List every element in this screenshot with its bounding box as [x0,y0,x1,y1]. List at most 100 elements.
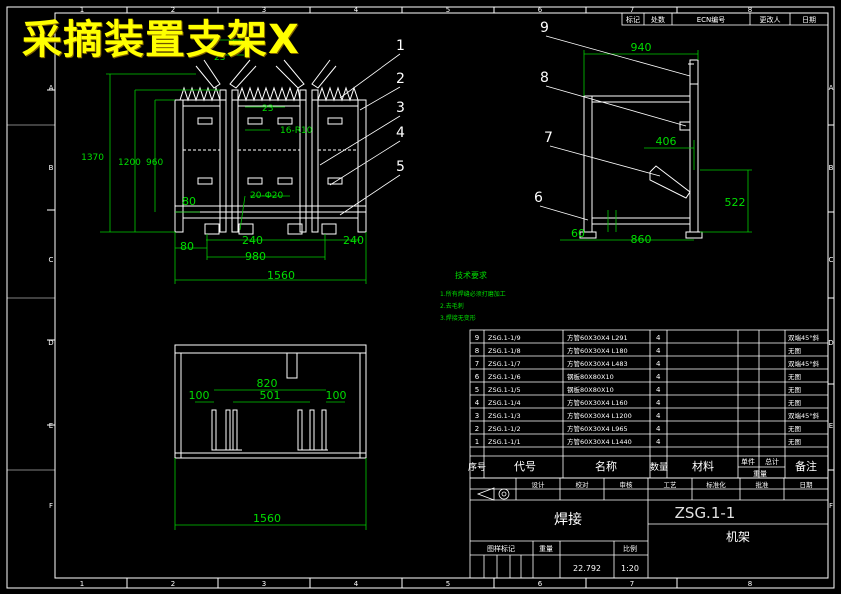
sign-row-label: 标准化 [706,480,726,489]
grid-row-label: E [829,422,833,430]
side-dim-label: 860 [631,233,652,246]
front-dim-label: 16-R10 [280,126,313,136]
bom-cell-code: ZSG.1-1/6 [488,373,521,381]
grid-row-label: F [829,502,833,510]
top-dim-label: 100 [189,389,210,402]
drawing-frame [6,6,835,589]
revision-header: 日期 [802,16,816,24]
bom-cell-note: 无图 [788,399,801,407]
drawing-number: ZSG.1-1 [675,504,736,522]
leader-line [545,85,687,127]
grid-column-label: 2 [171,580,175,588]
bom-cell-code: ZSG.1-1/7 [488,360,521,368]
revision-header: 处数 [651,15,665,24]
bom-cell-qty: 4 [656,412,661,420]
side-dim-label: 522 [725,196,746,209]
revision-header: ECN编号 [697,15,726,24]
bom-cell-name: 方管60X30X4 L1440 [567,437,632,446]
scale-value: 1:20 [621,564,639,573]
bom-cell-qty: 4 [656,360,661,368]
bom-cell-no: 9 [475,334,479,342]
overlay-title: 采摘装置支架X [22,17,300,63]
grid-column-label: 2 [171,6,175,14]
title-label: 图样标记 [487,544,515,553]
grid-column-label: 8 [748,580,752,588]
leader-line [319,115,401,166]
bom-cell-no: 3 [475,412,479,420]
grid-column-label: 6 [538,6,543,14]
bom-cell-no: 8 [475,347,479,355]
grid-column-label: 5 [446,6,450,14]
bom-cell-name: 方管60X30X4 L1200 [567,411,632,420]
bom-cell-qty: 4 [656,399,661,407]
bom-cell-code: ZSG.1-1/5 [488,386,521,394]
grid-row-label: E [49,422,53,430]
front-dim-label: 80 [180,240,194,253]
bom-cell-note: 无图 [788,347,801,355]
grid-column-label: 6 [538,580,543,588]
bom-cell-qty: 4 [656,425,661,433]
sign-row-label: 校对 [576,480,590,489]
bom-cell-note: 双端45°斜 [788,411,820,420]
bom-header: 单件 [741,457,755,466]
grid-row-label: F [49,502,53,510]
bom-cell-qty: 4 [656,386,661,394]
grid-row-label: B [829,164,834,172]
bom-cell-note: 无图 [788,386,801,394]
grid-row-label: C [829,256,834,264]
side-view-dimensions [560,50,752,241]
bom-table [469,329,829,479]
side-view [579,59,703,239]
front-dim-label: 1560 [267,269,295,282]
bom-cell-code: ZSG.1-1/9 [488,334,521,342]
leader-line [545,35,691,77]
bom-header: 代号 [514,460,536,473]
leader-line [329,140,401,186]
grid-row-label: B [49,164,54,172]
bom-cell-qty: 4 [656,373,661,381]
bom-cell-name: 方管60X30X4 L483 [567,359,628,368]
side-dim-label: 406 [656,135,677,148]
bom-cell-code: ZSG.1-1/4 [488,399,521,407]
bom-header: 序号 [468,461,486,473]
sign-row-label: 审核 [620,480,634,489]
part-balloon: 2 [396,71,405,87]
bom-cell-name: 方管60X30X4 L291 [567,333,628,342]
bom-cell-code: ZSG.1-1/2 [488,425,521,433]
sign-row-label: 工艺 [664,481,678,489]
bom-cell-no: 1 [475,438,479,446]
tech-notes-title: 技术要求 [455,270,487,280]
front-dim-label: 23 [214,53,225,63]
bom-cell-no: 4 [475,399,480,407]
part-balloon: 6 [534,190,543,206]
front-view-dimensions [100,39,367,284]
bom-cell-name: 方管60X30X4 L180 [567,346,628,355]
front-dim-label: 1200 [118,158,141,168]
leader-line [339,174,401,216]
tech-note-item: 3.焊接无变形 [440,314,476,322]
front-dim-label: 20-Φ20 [250,191,284,201]
bom-cell-qty: 4 [656,438,661,446]
front-dim-label: 80 [182,195,196,208]
grid-column-label: 7 [630,6,634,14]
part-balloon: 3 [396,100,405,116]
bom-cell-qty: 4 [656,347,661,355]
bom-cell-note: 双端45°斜 [788,359,820,368]
part-balloon: 1 [396,38,405,54]
front-dim-label: 960 [146,158,163,168]
grid-column-label: 3 [262,580,266,588]
grid-column-label: 4 [354,580,359,588]
part-balloon: 8 [540,70,549,86]
grid-row-label: A [49,84,54,92]
bom-cell-note: 无图 [788,438,801,446]
grid-row-label: A [829,84,834,92]
front-dim-label: 23 [262,104,273,114]
weight-value: 22.792 [573,564,601,573]
